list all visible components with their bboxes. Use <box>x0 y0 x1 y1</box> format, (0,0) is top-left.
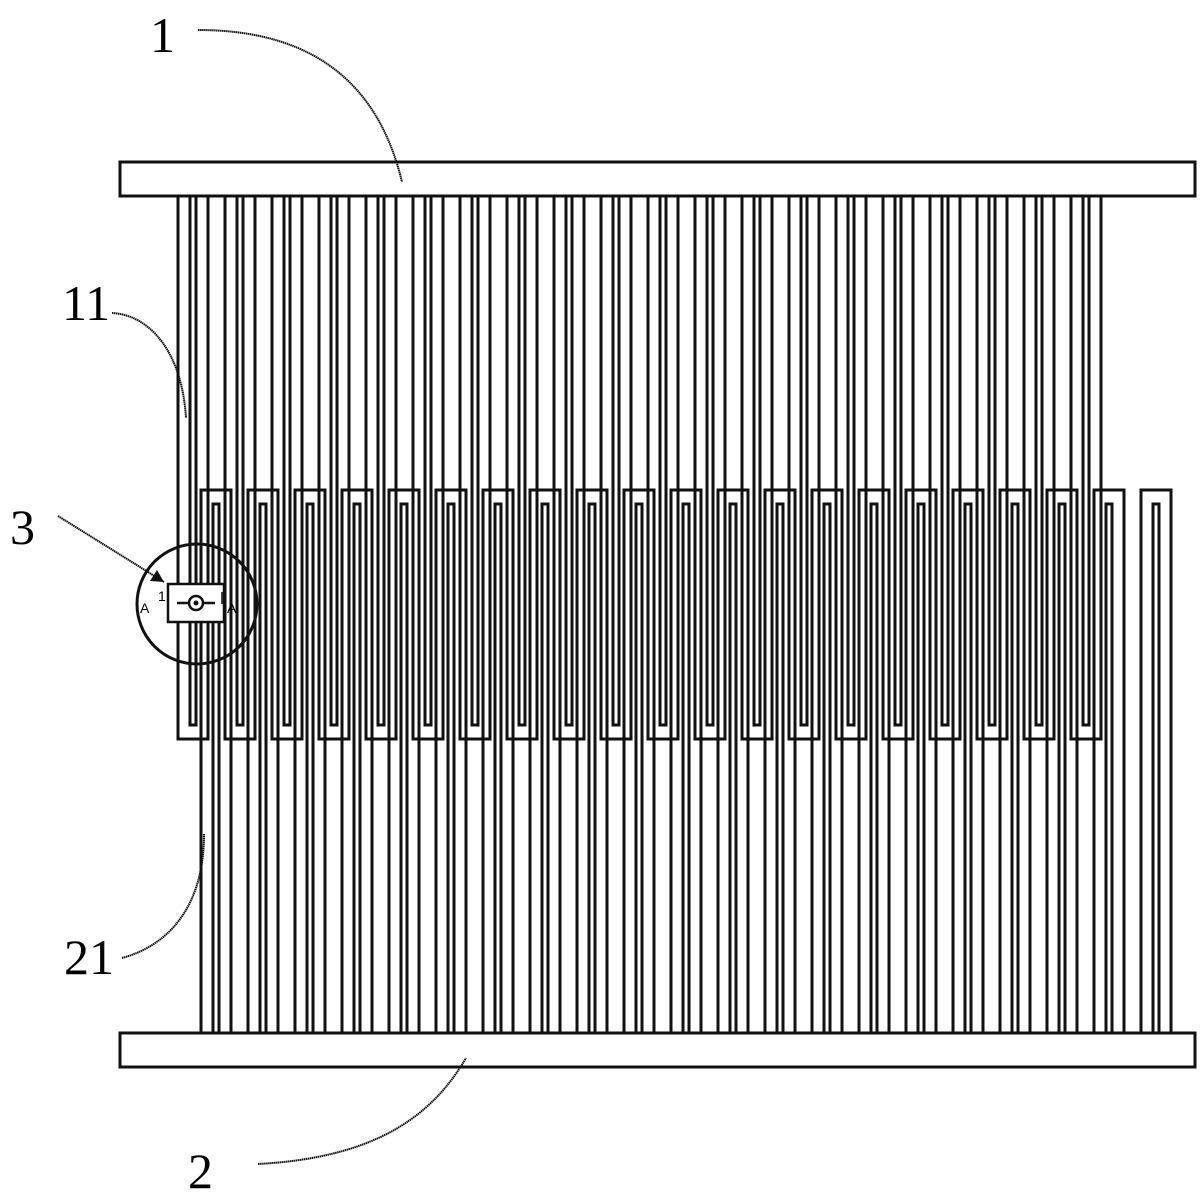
leader-top-plate <box>197 29 403 183</box>
leader-bottom-fin <box>121 833 205 959</box>
top-fin <box>881 196 915 741</box>
bottom-fin <box>998 488 1032 1033</box>
top-plate <box>118 160 1197 198</box>
callout-top-plate: 1 <box>150 7 175 63</box>
bottom-fin <box>1092 488 1126 1033</box>
leader-top-fin <box>111 312 187 419</box>
bottom-fin <box>904 488 938 1033</box>
top-fin <box>834 196 868 741</box>
bottom-fin <box>763 488 797 1033</box>
top-fin <box>411 196 445 741</box>
bottom-fin <box>293 488 327 1033</box>
top-fin <box>364 196 398 741</box>
bottom-fin <box>810 488 844 1033</box>
top-fin <box>599 196 633 741</box>
top-fin <box>317 196 351 741</box>
callout-bottom-plate: 2 <box>188 1143 213 1199</box>
bottom-comb <box>118 488 1197 1069</box>
top-fin <box>270 196 304 741</box>
top-fin <box>176 196 210 741</box>
top-fin <box>975 196 1009 741</box>
bottom-plate <box>118 1031 1197 1069</box>
leader-bottom-plate <box>257 1057 467 1165</box>
top-fin <box>787 196 821 741</box>
callout-bottom-fin: 21 <box>64 929 114 985</box>
bottom-fin <box>669 488 703 1033</box>
top-fins <box>176 196 1103 741</box>
top-fin <box>928 196 962 741</box>
bottom-fin <box>246 488 280 1033</box>
callout-detail: 3 <box>10 499 35 555</box>
callout-top-fin: 11 <box>62 275 110 331</box>
bottom-fin <box>481 488 515 1033</box>
top-fin <box>740 196 774 741</box>
top-fin <box>1022 196 1056 741</box>
section-mark-right: A <box>227 600 237 616</box>
section-tick: 1 <box>158 588 166 604</box>
bottom-fin <box>1045 488 1079 1033</box>
top-fin <box>552 196 586 741</box>
bottom-fin <box>857 488 891 1033</box>
clamp-nut-center <box>193 600 199 606</box>
bottom-fin <box>951 488 985 1033</box>
section-mark-left: A <box>140 600 150 616</box>
bottom-fin <box>1139 488 1173 1033</box>
leader-detail <box>57 515 165 583</box>
top-comb <box>118 160 1197 741</box>
bottom-fin <box>716 488 750 1033</box>
bottom-fin <box>528 488 562 1033</box>
bottom-fin <box>622 488 656 1033</box>
bottom-fins <box>199 488 1173 1033</box>
top-fin <box>458 196 492 741</box>
top-fin <box>1069 196 1103 741</box>
detail-circle <box>135 542 259 666</box>
bottom-fin <box>434 488 468 1033</box>
detail-arrowhead-icon <box>150 570 164 582</box>
top-fin <box>223 196 257 741</box>
bottom-fin <box>575 488 609 1033</box>
top-fin <box>693 196 727 741</box>
bottom-fin <box>387 488 421 1033</box>
top-fin <box>505 196 539 741</box>
detail-3-group: A A 1 <box>135 542 259 666</box>
bottom-fin <box>340 488 374 1033</box>
bottom-fin <box>199 488 233 1033</box>
top-fin <box>646 196 680 741</box>
